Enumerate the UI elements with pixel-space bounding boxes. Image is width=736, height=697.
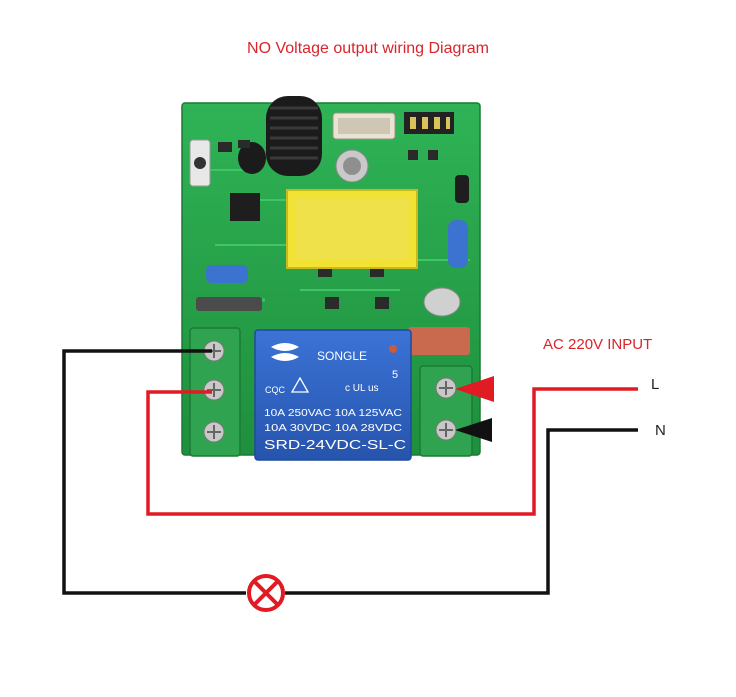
terminal-screw-icon bbox=[203, 421, 225, 443]
diagram-title: NO Voltage output wiring Diagram bbox=[247, 40, 489, 57]
ac-input-label: AC 220V INPUT bbox=[543, 336, 653, 353]
pin-header bbox=[404, 112, 454, 134]
relay-rating-line2: 10A 30VDC 10A 28VDC bbox=[264, 423, 402, 434]
terminal-screw-icon bbox=[203, 379, 225, 401]
antenna-coil bbox=[238, 96, 322, 176]
relay-cert-num: 5 bbox=[392, 369, 398, 381]
neutral-wire bbox=[62, 349, 638, 595]
live-label: L bbox=[651, 376, 660, 393]
transformer bbox=[286, 189, 418, 269]
input-terminal-block bbox=[419, 365, 473, 457]
small-components bbox=[189, 139, 470, 355]
warning-triangle-icon bbox=[290, 376, 310, 393]
neutral-label: N bbox=[655, 422, 666, 439]
relay-rating-line1: 10A 250VAC 10A 125VAC bbox=[264, 408, 402, 419]
terminal-screw-icon bbox=[435, 419, 457, 441]
songle-logo-icon bbox=[271, 343, 299, 361]
live-wire bbox=[146, 387, 638, 516]
terminal-screw-icon bbox=[435, 377, 457, 399]
relay-cert-mark: c UL us bbox=[345, 383, 379, 394]
lamp-icon bbox=[247, 574, 285, 612]
relay-cert-left: CQC bbox=[265, 385, 286, 395]
live-arrow-icon bbox=[455, 376, 494, 402]
neutral-arrow-icon bbox=[455, 418, 492, 442]
relay: SONGLE CQC c UL us 5 10A 250VAC 10A 125V… bbox=[254, 329, 412, 461]
relay-model: SRD-24VDC-SL-C bbox=[264, 437, 406, 452]
crystal-oscillator bbox=[332, 112, 396, 140]
relay-brand: SONGLE bbox=[317, 349, 367, 363]
output-terminal-block bbox=[189, 327, 241, 457]
